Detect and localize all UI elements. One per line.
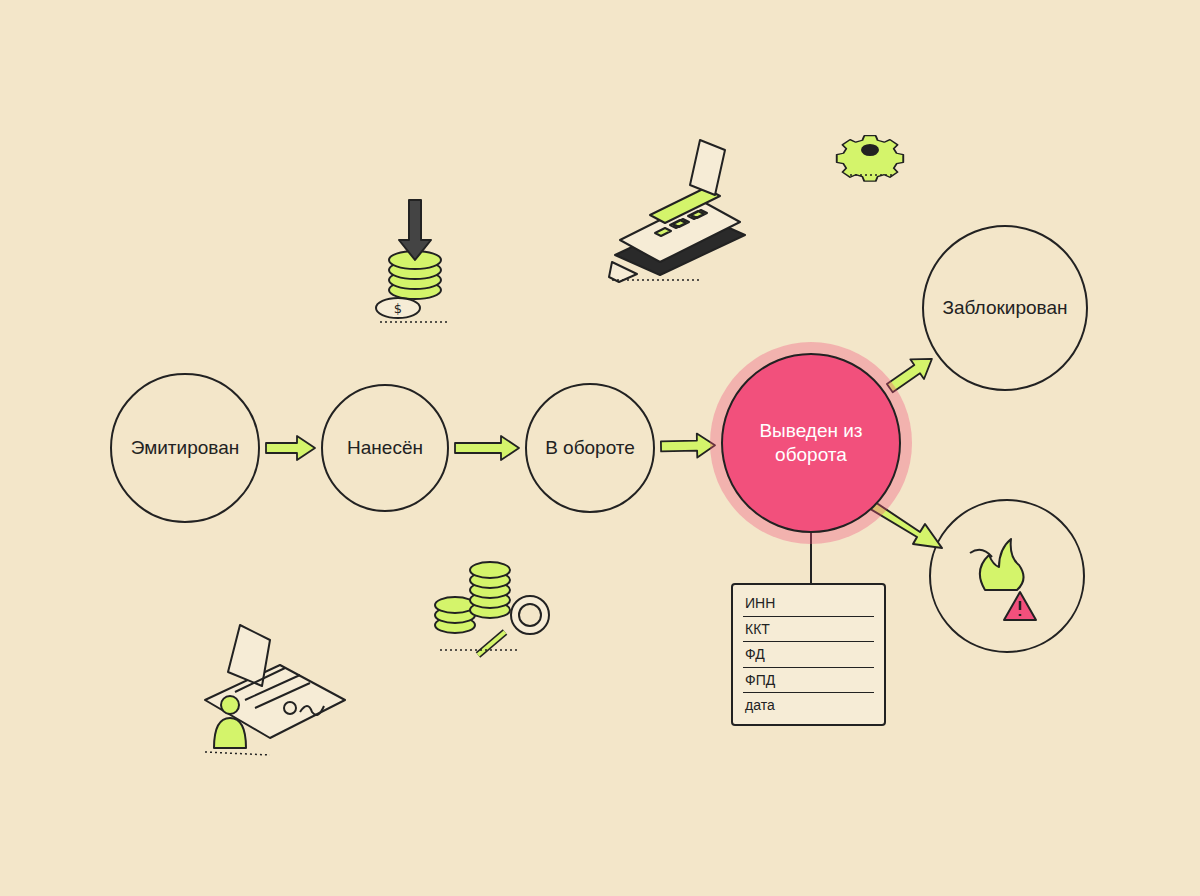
coins-deposit-icon: $ xyxy=(376,200,441,318)
table-cell: ККТ xyxy=(743,617,874,643)
signed-document-icon xyxy=(205,625,345,748)
coins-magnifier-icon xyxy=(435,562,549,655)
state-circle: В обороте xyxy=(525,383,655,513)
transition-arrow xyxy=(455,436,519,460)
active-state-circle: Выведен из оборота xyxy=(721,353,901,533)
state-label: Выведен из оборота xyxy=(723,419,899,467)
transition-arrow xyxy=(867,500,942,548)
destroyed-state-circle xyxy=(930,500,1084,652)
state-label: Нанесён xyxy=(339,436,431,460)
table-cell: ФД xyxy=(743,642,874,668)
table-cell: ИНН xyxy=(743,591,874,617)
svg-text:$: $ xyxy=(394,301,402,316)
state-label: Заблокирован xyxy=(935,296,1076,320)
state-label: Эмитирован xyxy=(123,436,248,460)
flame-warning-icon xyxy=(970,539,1036,620)
state-circle: Эмитирован xyxy=(110,373,260,523)
leader-line xyxy=(810,533,812,583)
transition-arrow xyxy=(266,436,315,460)
state-label: В обороте xyxy=(537,436,643,460)
transition-arrow xyxy=(887,359,932,393)
attribute-table: ИННККТФДФПДдата xyxy=(731,583,886,726)
table-cell: дата xyxy=(743,693,874,718)
cash-register-icon xyxy=(609,140,745,282)
state-circle: Нанесён xyxy=(321,384,449,512)
transition-arrow xyxy=(661,434,715,458)
state-circle: Заблокирован xyxy=(922,225,1088,391)
table-cell: ФПД xyxy=(743,668,874,694)
